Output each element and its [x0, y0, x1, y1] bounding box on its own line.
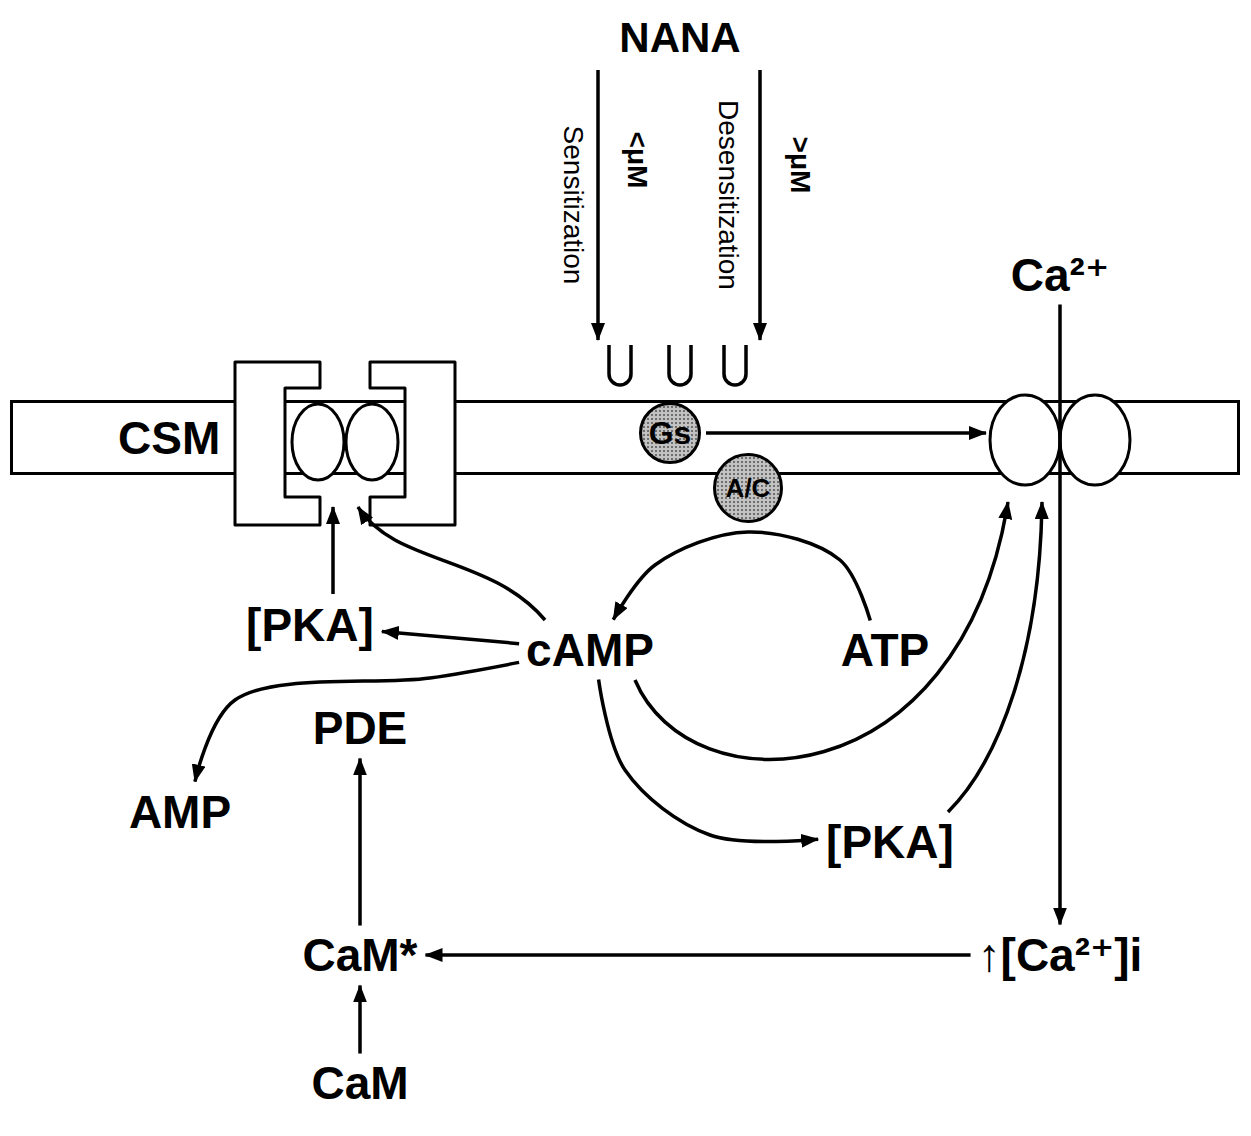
- activation-arrow: [706, 431, 986, 435]
- node-text: CSM: [118, 411, 220, 465]
- receptor-symbol: [669, 345, 691, 385]
- channel-subunit: [1060, 395, 1130, 485]
- receptor-symbol: [609, 345, 631, 385]
- molecule-label: CaM*: [298, 929, 421, 982]
- node-text: [PKA]: [246, 599, 374, 651]
- node-text: CaM: [311, 1057, 408, 1109]
- molecule-label: ↑[Ca²⁺]i: [974, 929, 1147, 982]
- sensitization-arrow: [596, 70, 600, 340]
- molecule-label: [PKA]: [822, 816, 958, 869]
- label-text: <μM: [622, 132, 653, 189]
- annotation-label: >μM: [784, 137, 816, 194]
- molecule-label: cAMP: [522, 624, 658, 677]
- annotation-label: Sensitization: [557, 126, 589, 285]
- label-text: Sensitization: [558, 126, 589, 285]
- channel-subunit: [292, 404, 344, 480]
- annotation-label: <μM: [621, 132, 653, 189]
- node-text: cAMP: [526, 624, 654, 676]
- modulation-arrow: [331, 507, 335, 594]
- label-text: Desensitization: [713, 100, 744, 290]
- protein-circle: A/C: [713, 453, 783, 523]
- reaction-arrow: [358, 985, 362, 1053]
- node-text: Ca²⁺: [1011, 249, 1109, 301]
- node-text: [PKA]: [826, 816, 954, 868]
- desensitization-arrow: [758, 70, 762, 340]
- node-text: ↑[Ca²⁺]i: [978, 929, 1143, 981]
- receptor-symbol: [724, 345, 746, 385]
- reaction-arrow: [1058, 304, 1062, 924]
- molecule-label: Ca²⁺: [1007, 249, 1113, 302]
- annotation-label: Desensitization: [712, 100, 744, 290]
- node-text: A/C: [726, 473, 771, 504]
- node-text: Gs: [649, 415, 692, 452]
- modulation-arrow: [635, 502, 1008, 759]
- channel-subunit: [990, 395, 1060, 485]
- modulation-arrow: [948, 502, 1042, 812]
- label-text: >μM: [785, 137, 816, 194]
- node-text: CaM*: [302, 929, 417, 981]
- protein-circle: Gs: [639, 402, 701, 464]
- molecule-label: ATP: [837, 624, 934, 677]
- label-text: NANA: [619, 14, 740, 61]
- ligand-label: NANA: [619, 14, 740, 62]
- reaction-arrow: [358, 758, 362, 925]
- node-text: AMP: [129, 786, 231, 838]
- reaction-arrow: [382, 631, 519, 643]
- reaction-arrow: [426, 953, 971, 957]
- channel-subunit: [346, 404, 398, 480]
- reaction-arrow: [613, 532, 870, 621]
- molecule-label: CaM: [307, 1057, 412, 1110]
- reaction-arrow: [599, 679, 819, 841]
- molecule-label: AMP: [125, 786, 235, 839]
- modulation-arrow: [358, 507, 545, 620]
- molecule-label: PDE: [309, 702, 412, 755]
- node-text: ATP: [841, 624, 930, 676]
- molecule-label: [PKA]: [242, 599, 378, 652]
- reaction-arrow: [195, 662, 519, 781]
- node-text: PDE: [313, 702, 408, 754]
